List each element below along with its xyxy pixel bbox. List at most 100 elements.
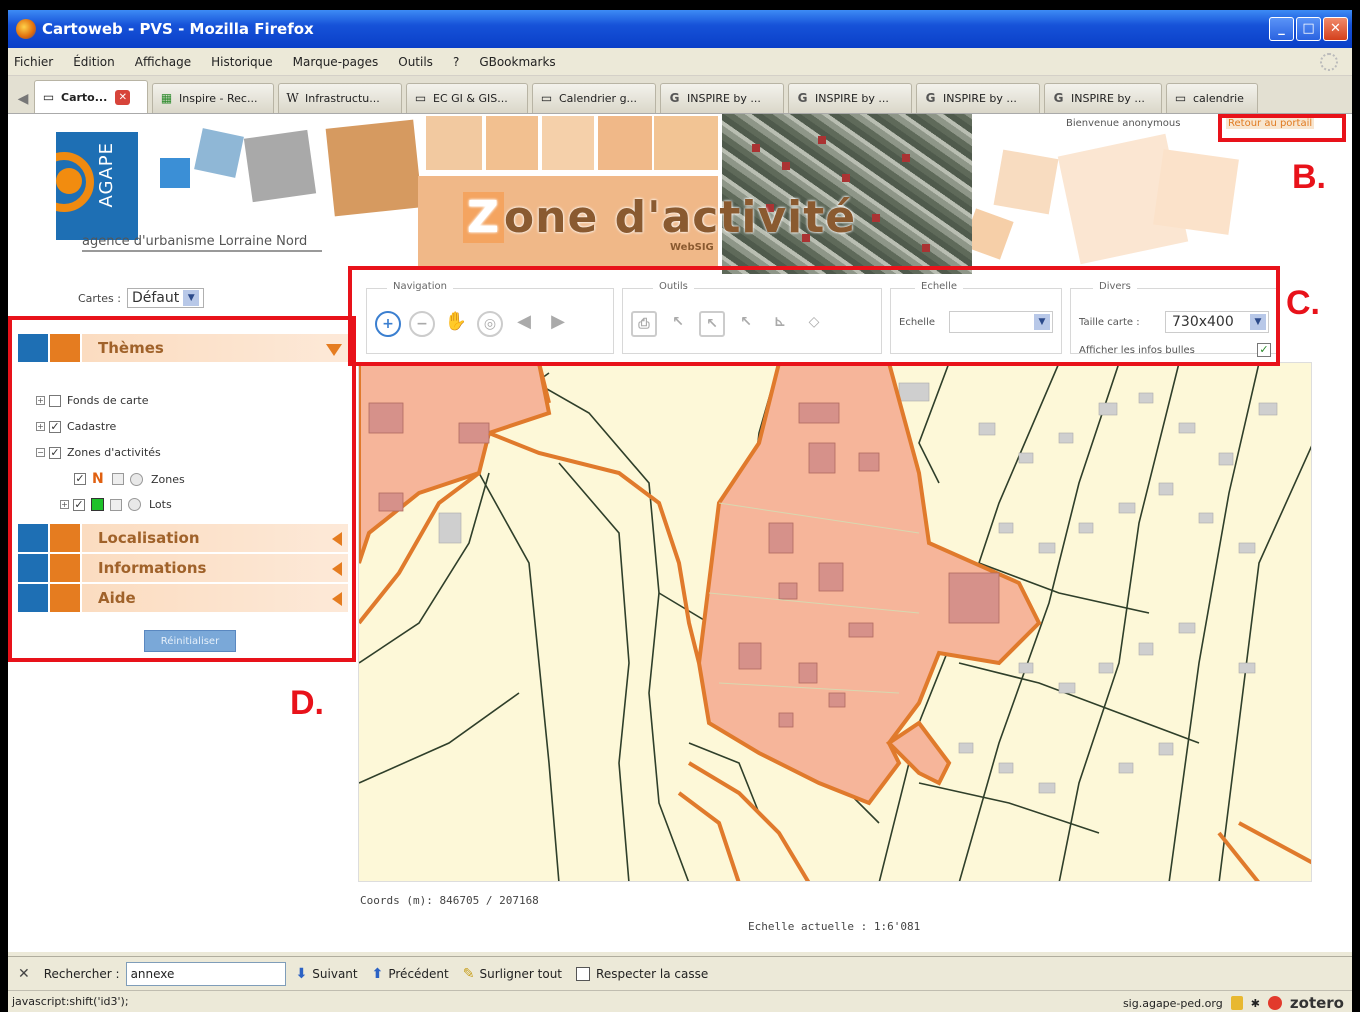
zoom-in-icon[interactable]: +	[375, 311, 401, 337]
site-banner: AGAPE agence d'urbanisme Lorraine Nord Z…	[8, 114, 1352, 274]
aerial-photo	[722, 114, 972, 274]
page-icon: ▭	[414, 91, 427, 105]
match-case-checkbox[interactable]	[576, 966, 591, 981]
google-g-icon: G	[1053, 91, 1064, 105]
panel-localisation[interactable]: Localisation	[18, 524, 348, 552]
map-view[interactable]	[358, 362, 1312, 882]
next-view-icon[interactable]: ▶	[551, 311, 565, 332]
chevron-down-icon: ▼	[1034, 314, 1050, 330]
minimize-button[interactable]: _	[1269, 17, 1294, 41]
legend-list-icon[interactable]	[112, 473, 124, 485]
group-label: Echelle	[915, 281, 964, 292]
close-window-button[interactable]: ✕	[1323, 17, 1348, 41]
expand-icon[interactable]: +	[60, 500, 69, 509]
deco-square	[1153, 149, 1239, 235]
tab-infrastructure[interactable]: W Infrastructu...	[278, 83, 402, 113]
zone-legend-icon: N	[92, 471, 104, 487]
deco-square	[542, 116, 594, 170]
tab-inspire-rec[interactable]: ▦ Inspire - Rec...	[152, 83, 274, 113]
collapse-arrow-icon	[332, 592, 342, 606]
tab-inspire-by-3[interactable]: G INSPIRE by ...	[916, 83, 1040, 113]
collapse-icon[interactable]: −	[36, 448, 45, 457]
menu-edition[interactable]: Édition	[73, 54, 115, 69]
lock-icon[interactable]	[1230, 996, 1243, 1010]
google-g-icon: G	[925, 91, 936, 105]
expand-icon[interactable]: +	[36, 422, 45, 431]
layer-checkbox[interactable]	[49, 394, 61, 407]
cartes-dropdown[interactable]: Défaut ▼	[126, 288, 205, 308]
panel-aide[interactable]: Aide	[18, 584, 348, 612]
layer-checkbox[interactable]: ✓	[74, 472, 86, 485]
query-arrow-icon[interactable]: ↖	[672, 314, 684, 330]
layer-checkbox[interactable]: ✓	[73, 497, 85, 511]
panel-themes[interactable]: Thèmes	[18, 334, 348, 362]
expand-icon[interactable]: +	[36, 396, 45, 405]
layer-zones-activites: − ✓ Zones d'activités	[36, 446, 161, 459]
panel-title: Localisation	[98, 529, 200, 547]
welcome-text: Bienvenue anonymous	[1066, 118, 1181, 129]
annotation-label-b: B.	[1292, 158, 1326, 196]
tab-calendrie[interactable]: ▭ calendrie	[1166, 83, 1258, 113]
addon-icon[interactable]: ✱	[1250, 996, 1260, 1010]
find-next-button[interactable]: ⬇Suivant	[295, 965, 358, 982]
tab-close-icon[interactable]: ✕	[115, 89, 131, 105]
tab-inspire-by-4[interactable]: G INSPIRE by ...	[1044, 83, 1162, 113]
deco-square	[654, 116, 718, 170]
query-polygon-icon[interactable]: ↖	[740, 314, 752, 330]
query-box-icon[interactable]: ↖	[699, 311, 725, 337]
layer-fonds-de-carte: + Fonds de carte	[36, 394, 149, 407]
taille-dropdown[interactable]: 730x400▼	[1165, 311, 1269, 333]
divers-group: Divers Taille carte : 730x400▼ Afficher …	[1070, 281, 1278, 357]
close-findbar-icon[interactable]: ✕	[18, 965, 30, 982]
print-icon[interactable]: ⎙	[631, 311, 657, 337]
panel-informations[interactable]: Informations	[18, 554, 348, 582]
legend-list-icon[interactable]	[110, 498, 122, 511]
zotero-icon[interactable]	[1267, 996, 1282, 1010]
layer-label: Zones d'activités	[67, 446, 161, 459]
agape-logo: AGAPE	[56, 132, 138, 240]
tab-calendrier[interactable]: ▭ Calendrier g...	[532, 83, 656, 113]
layer-checkbox[interactable]: ✓	[49, 419, 61, 433]
tab-ec-gi-gis[interactable]: ▭ EC GI & GIS...	[406, 83, 528, 113]
menu-fichier[interactable]: Fichier	[14, 54, 54, 69]
measure-distance-icon[interactable]: ⊾	[774, 314, 786, 330]
deco-square	[194, 128, 244, 178]
menu-affichage[interactable]: Affichage	[134, 54, 192, 69]
find-input[interactable]: annexe	[125, 961, 286, 986]
highlight-all-button[interactable]: ✎Surligner tout	[462, 965, 563, 982]
divider	[82, 250, 322, 252]
menu-gbookmarks[interactable]: GBookmarks	[479, 54, 556, 69]
layer-radio[interactable]	[130, 472, 143, 486]
pan-hand-icon[interactable]: ✋	[444, 311, 468, 332]
menu-outils[interactable]: Outils	[398, 54, 433, 69]
bulles-checkbox[interactable]: ✓	[1257, 343, 1271, 357]
find-previous-button[interactable]: ⬆Précédent	[371, 965, 449, 982]
taille-label: Taille carte :	[1079, 317, 1140, 328]
zoom-out-icon[interactable]: −	[409, 311, 435, 337]
full-extent-icon[interactable]: ◎	[477, 311, 503, 337]
layer-checkbox[interactable]: ✓	[49, 445, 61, 459]
echelle-dropdown[interactable]: ▼	[949, 311, 1053, 333]
tab-inspire-by-1[interactable]: G INSPIRE by ...	[660, 83, 784, 113]
menu-historique[interactable]: Historique	[211, 54, 273, 69]
match-case-option[interactable]: Respecter la casse	[576, 966, 708, 981]
zotero-label[interactable]: zotero	[1289, 994, 1344, 1012]
measure-area-icon[interactable]: ◇	[808, 314, 820, 330]
wikipedia-icon: W	[286, 91, 299, 105]
menu-marque-pages[interactable]: Marque-pages	[292, 54, 379, 69]
cartes-label: Cartes :	[78, 291, 121, 305]
firefox-icon	[16, 19, 36, 39]
back-arrow-icon[interactable]: ◀	[17, 91, 29, 107]
reset-button[interactable]: Réinitialiser	[144, 630, 236, 652]
menu-help[interactable]: ?	[452, 54, 460, 69]
tab-label: INSPIRE by ...	[687, 92, 761, 105]
portal-link[interactable]: Retour au portail	[1226, 118, 1315, 129]
previous-view-icon[interactable]: ◀	[517, 311, 531, 332]
layer-radio[interactable]	[128, 498, 141, 511]
browser-window: Cartoweb - PVS - Mozilla Firefox _ □ ✕ F…	[8, 10, 1352, 1012]
map-canvas[interactable]	[359, 363, 1312, 882]
arrow-down-icon: ⬇	[295, 965, 308, 982]
maximize-button[interactable]: □	[1296, 17, 1321, 41]
tab-carto[interactable]: ▭ Carto... ✕	[34, 80, 148, 113]
tab-inspire-by-2[interactable]: G INSPIRE by ...	[788, 83, 912, 113]
